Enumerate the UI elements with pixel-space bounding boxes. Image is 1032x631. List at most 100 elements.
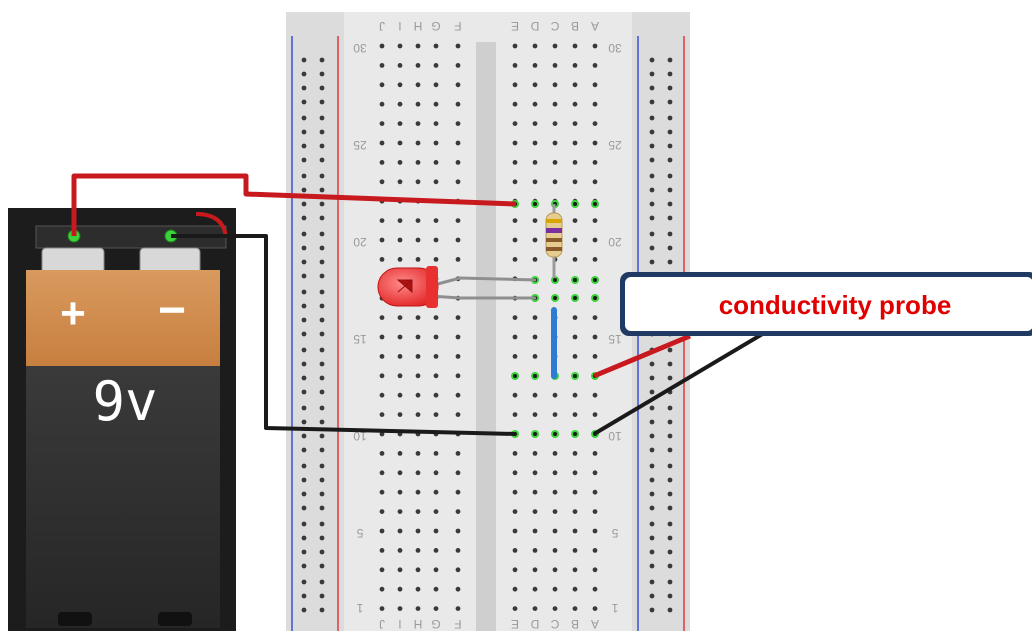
resistor-band xyxy=(546,228,562,233)
breadboard-hole xyxy=(397,489,403,495)
rail-hole xyxy=(649,433,655,439)
rail-hole xyxy=(301,491,307,497)
row-number: 1 xyxy=(611,601,618,615)
rail-hole xyxy=(301,433,307,439)
connected-hole-center xyxy=(573,202,577,206)
rail-hole xyxy=(301,331,307,337)
breadboard-hole xyxy=(415,451,421,456)
rail-hole xyxy=(301,505,307,511)
breadboard-hole xyxy=(433,179,439,185)
red-led xyxy=(377,266,537,308)
breadboard-hole xyxy=(592,43,598,49)
breadboard-hole xyxy=(379,509,385,514)
rail-hole xyxy=(649,201,655,207)
connected-hole-center xyxy=(533,374,537,378)
breadboard-hole xyxy=(415,160,421,165)
breadboard-hole xyxy=(397,606,403,611)
rail-hole xyxy=(649,129,655,135)
breadboard-hole xyxy=(455,489,461,495)
rail-hole xyxy=(301,173,307,179)
breadboard-hole xyxy=(572,101,578,107)
breadboard-hole xyxy=(572,63,578,68)
breadboard-hole xyxy=(397,373,403,379)
rail-hole xyxy=(667,463,673,469)
breadboard-hole xyxy=(592,237,598,243)
rail-hole xyxy=(319,273,325,279)
rail-hole xyxy=(301,607,307,613)
rail-hole xyxy=(649,419,655,425)
breadboard-hole xyxy=(433,412,439,417)
breadboard-hole xyxy=(455,509,461,514)
breadboard-hole xyxy=(592,392,598,398)
breadboard-hole xyxy=(532,509,538,514)
row-number: 25 xyxy=(608,138,622,152)
breadboard-hole xyxy=(455,315,461,320)
breadboard-hole xyxy=(592,63,598,68)
rail-hole xyxy=(649,57,655,63)
rail-hole xyxy=(319,593,325,599)
red-probe-wire xyxy=(593,333,691,379)
rail-hole xyxy=(301,259,307,265)
breadboard-hole xyxy=(433,567,439,573)
breadboard-hole xyxy=(532,567,538,573)
rail-hole xyxy=(301,187,307,193)
breadboard-hole xyxy=(397,392,403,398)
breadboard-hole xyxy=(532,606,538,611)
rail-hole xyxy=(301,231,307,237)
column-letter: G xyxy=(431,617,440,631)
rail-hole xyxy=(319,201,325,207)
rail-hole xyxy=(319,375,325,381)
breadboard-hole xyxy=(397,586,403,592)
breadboard-hole xyxy=(572,528,578,534)
breadboard-hole xyxy=(552,606,558,611)
voltage-label: 9v xyxy=(92,370,157,433)
rail-hole xyxy=(301,375,307,381)
connected-hole-center xyxy=(553,296,557,300)
breadboard-hole xyxy=(415,121,421,126)
breadboard-hole xyxy=(415,82,421,88)
breadboard-hole xyxy=(592,412,598,417)
rail-hole xyxy=(319,115,325,121)
breadboard-hole xyxy=(532,160,538,165)
breadboard-hole xyxy=(433,451,439,456)
row-number: 5 xyxy=(356,526,363,540)
rail-hole xyxy=(319,447,325,453)
row-number: 20 xyxy=(353,235,367,249)
connected-hole-center xyxy=(553,278,557,282)
rail-hole xyxy=(319,157,325,163)
breadboard-hole xyxy=(397,509,403,514)
breadboard-hole xyxy=(512,509,518,514)
breadboard-hole xyxy=(532,586,538,592)
breadboard-hole xyxy=(397,82,403,88)
breadboard-hole xyxy=(592,567,598,573)
rail-hole xyxy=(301,115,307,121)
column-letter: F xyxy=(454,19,461,33)
breadboard-hole xyxy=(379,489,385,495)
rail-hole xyxy=(319,405,325,411)
rail-hole xyxy=(667,433,673,439)
battery-cap xyxy=(26,270,220,366)
breadboard-hole xyxy=(532,82,538,88)
red-wire-positive xyxy=(71,173,517,236)
rail-hole xyxy=(667,579,673,585)
rail-hole xyxy=(649,231,655,237)
breadboard-hole xyxy=(512,237,518,243)
breadboard-hole xyxy=(433,43,439,49)
row-number: 10 xyxy=(608,429,622,443)
breadboard-hole xyxy=(415,315,421,320)
resistor-band xyxy=(546,238,562,242)
breadboard-hole xyxy=(552,82,558,88)
rail-hole xyxy=(301,549,307,555)
rail-hole xyxy=(667,563,673,569)
breadboard-hole xyxy=(592,334,598,340)
breadboard-hole xyxy=(455,586,461,592)
breadboard-hole xyxy=(397,101,403,107)
rail-hole xyxy=(667,607,673,613)
rail-hole xyxy=(667,173,673,179)
rail-hole xyxy=(667,71,673,77)
column-letter: E xyxy=(511,19,519,33)
breadboard-hole xyxy=(552,509,558,514)
column-letter: D xyxy=(530,19,539,33)
breadboard-hole xyxy=(592,489,598,495)
rail-hole xyxy=(301,447,307,453)
